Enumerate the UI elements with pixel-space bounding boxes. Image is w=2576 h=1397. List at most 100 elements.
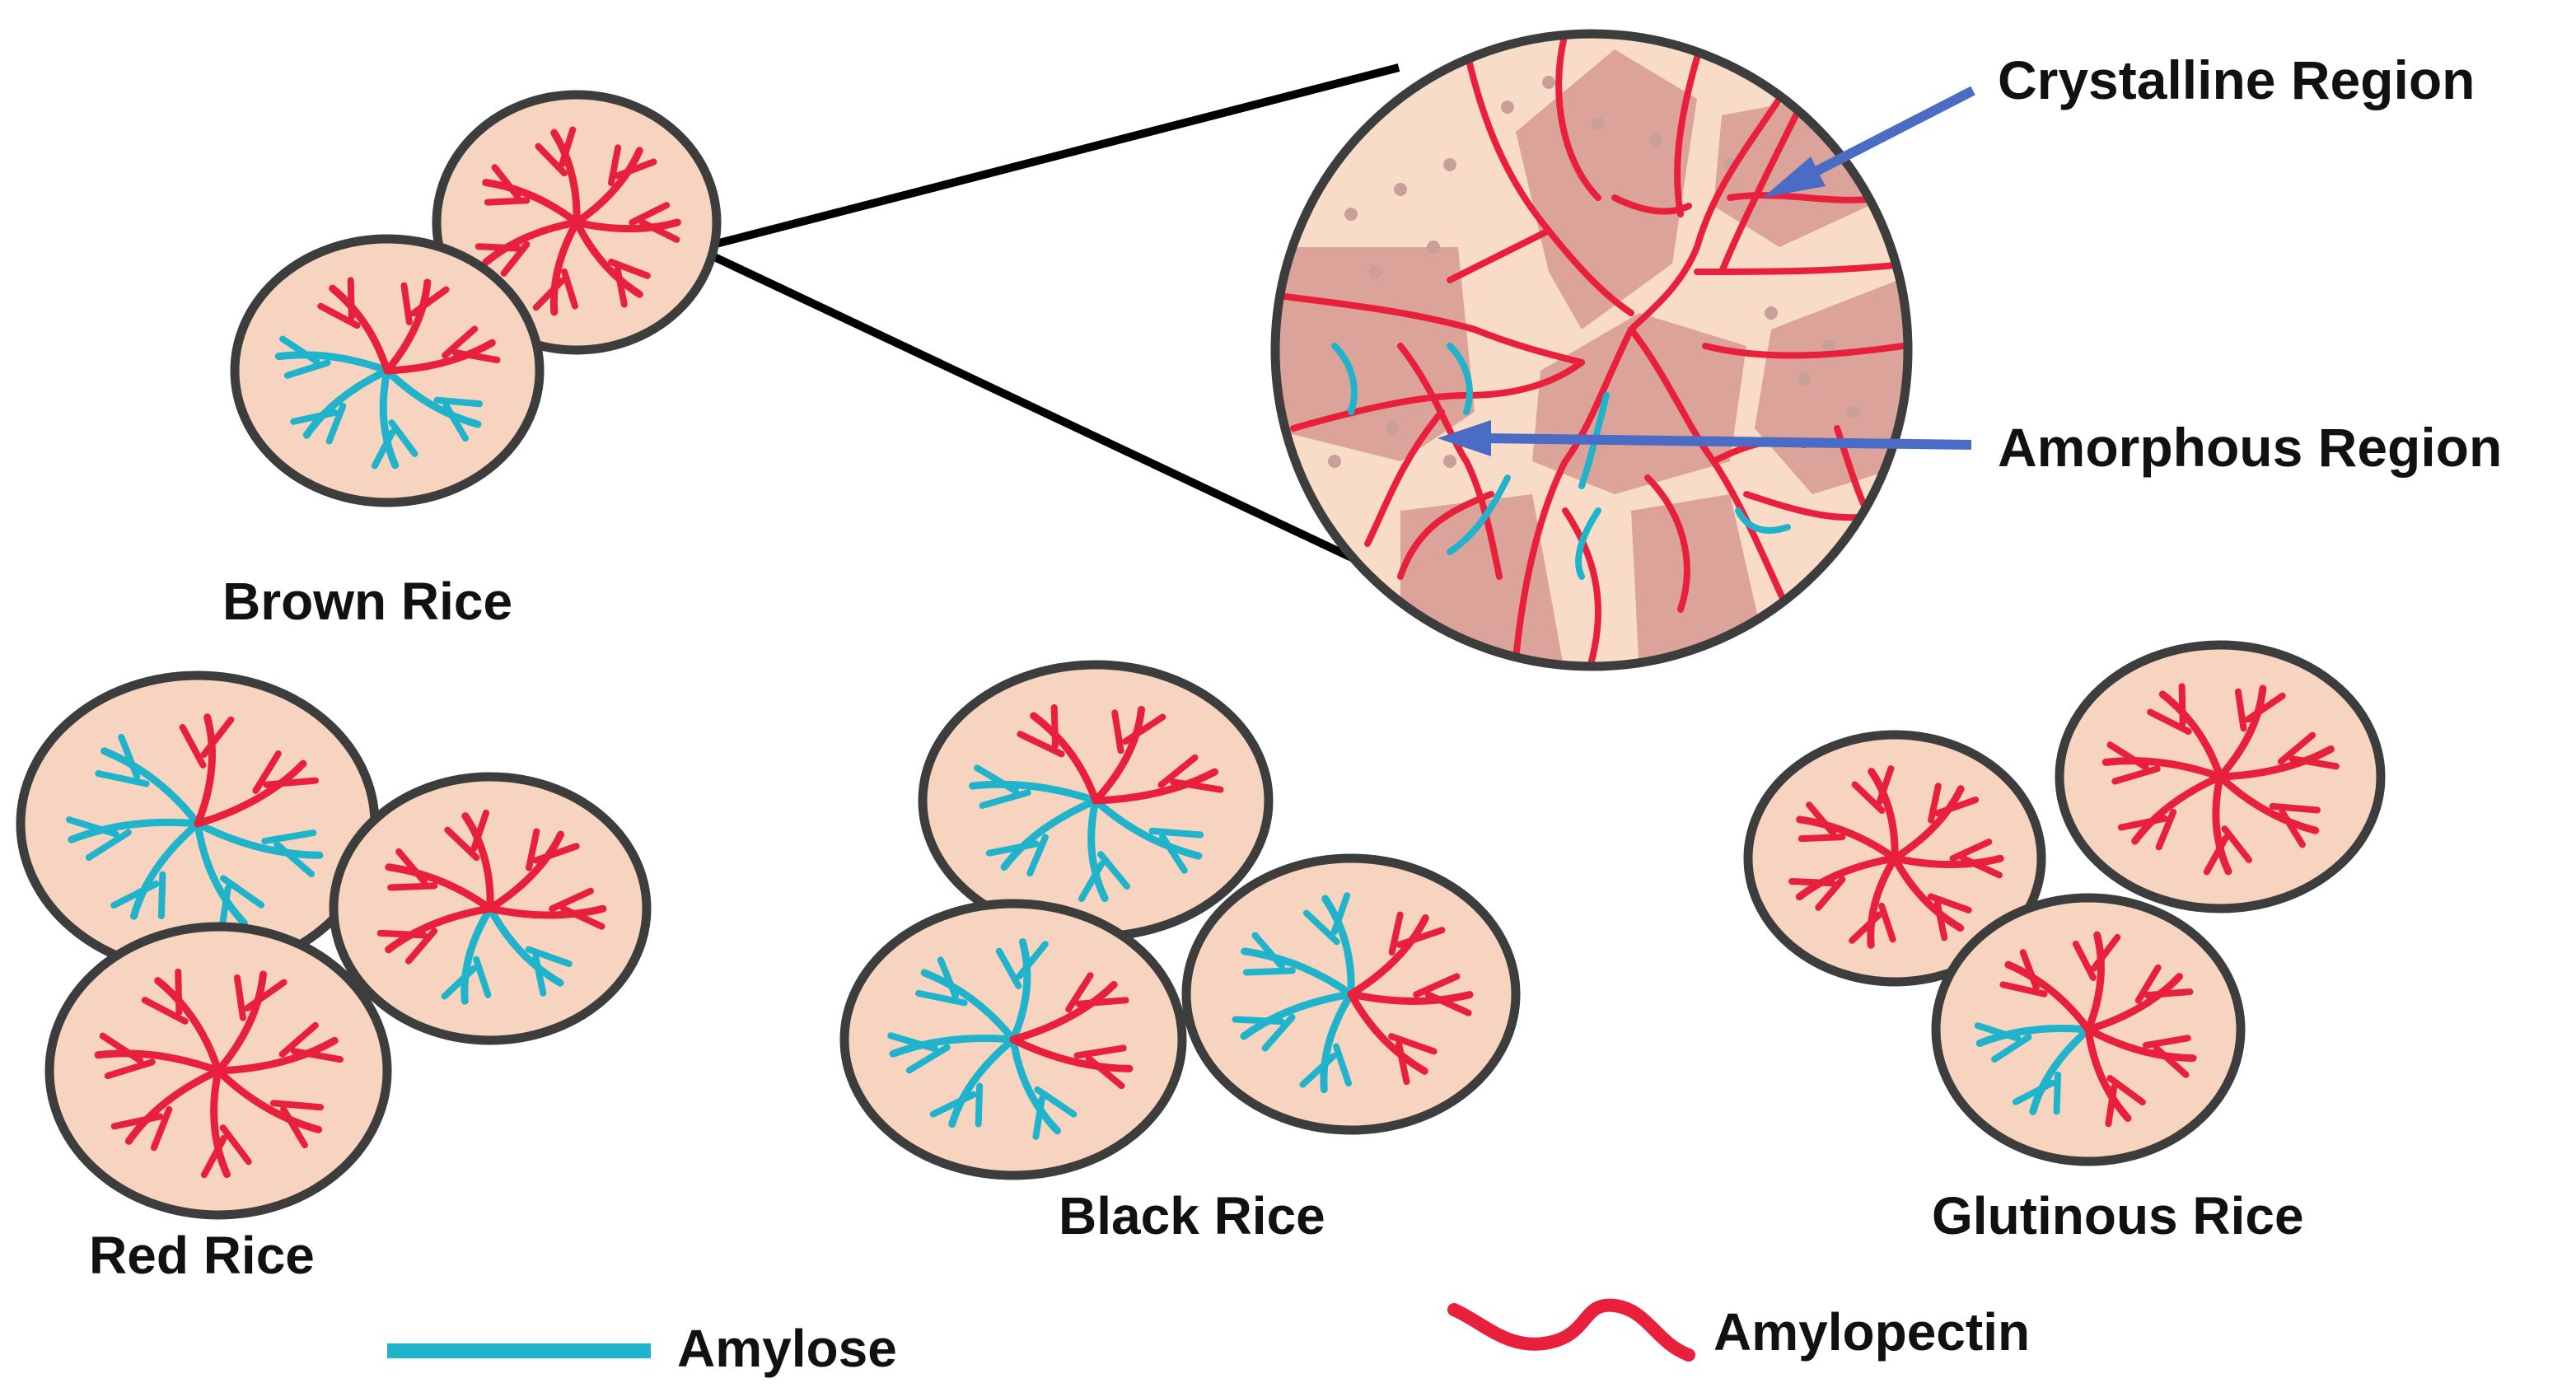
amylose-chain: [1975, 1024, 2092, 1048]
legend: [387, 1298, 1695, 1362]
amylopectin-legend-swatch: [1447, 1298, 1695, 1362]
amylopectin-branch: [2106, 1075, 2146, 1106]
amylose-chain: [486, 904, 564, 987]
amylopectin-branch: [2244, 692, 2286, 723]
brown-rice-granules: [230, 90, 722, 507]
amylose-branch: [985, 840, 1040, 857]
amylopectin-branch: [219, 1124, 252, 1166]
amylopectin-branch: [278, 1021, 319, 1058]
amylopectin-chain: [1796, 815, 1899, 862]
amylopectin-branch: [1849, 911, 1883, 944]
amylopectin-chain: [383, 339, 496, 375]
amylopectin-branch: [2117, 815, 2168, 831]
amylopectin-branch: [1933, 899, 1948, 941]
amylopectin-branch: [475, 243, 521, 252]
amylopectin-chain: [1009, 980, 1118, 1044]
amylose-branch: [905, 1044, 951, 1074]
amylopectin-chain: [486, 830, 565, 913]
amylopectin-chain: [124, 1067, 222, 1145]
amylose-chain: [1087, 797, 1109, 902]
amylopectin-branch: [1169, 778, 1224, 793]
amylopectin-chain: [2216, 684, 2267, 781]
amylopectin-branch: [405, 927, 438, 965]
amylopectin-chain: [461, 812, 494, 913]
amylose-chain: [379, 367, 400, 470]
amylopectin-chain: [573, 147, 643, 227]
amorphous-pointer-arrow: [1438, 420, 1972, 456]
amylopectin-chain: [1347, 990, 1428, 1075]
amylopectin-branch: [409, 286, 450, 317]
amylose-chain: [2029, 1026, 2092, 1115]
amylose-branch: [995, 947, 1022, 989]
amylopectin-branch: [347, 277, 355, 321]
amylopectin-chain: [1347, 913, 1429, 998]
amylose-branch: [1026, 834, 1049, 877]
amylopectin-branch: [317, 302, 361, 329]
amylopectin-chain: [573, 218, 681, 233]
amylopectin-branch: [1798, 834, 1846, 843]
amylopectin-branch: [451, 349, 501, 364]
amylose-branch: [1330, 892, 1351, 936]
red-rice-label: Red Rice: [89, 1226, 315, 1285]
amylose-chain: [194, 820, 324, 859]
amylopectin-branch: [1085, 1055, 1125, 1090]
amylose-branch: [442, 402, 469, 442]
amylopectin-branch: [2106, 741, 2149, 771]
amylopectin-branch: [1065, 972, 1094, 1013]
amylose-branch: [1078, 861, 1106, 903]
amylose-branch: [979, 789, 1031, 809]
amylose-branch: [1251, 932, 1285, 970]
amylopectin-branch: [2105, 1083, 2118, 1128]
amylopectin-branch: [2234, 688, 2247, 732]
amylopectin-chain: [1868, 768, 1899, 862]
amylose-branch: [929, 1091, 977, 1118]
red-rice-granules: [16, 670, 652, 1220]
amylose-chain: [383, 367, 482, 428]
starch-granule: [1743, 730, 2046, 987]
amylopectin-chain: [194, 713, 216, 828]
amylose-chain: [1320, 990, 1355, 1094]
amylose-chain: [129, 820, 202, 920]
starch-granule: [44, 922, 392, 1220]
amylose-chain: [1092, 797, 1203, 860]
amylopectin-chain: [214, 970, 267, 1075]
granule-groups: [16, 90, 2386, 1220]
amylopectin-branch: [1949, 839, 1993, 862]
amylopectin-branch: [491, 164, 521, 200]
amylopectin-branch: [2111, 765, 2161, 785]
amylopectin-legend-label: Amylopectin: [1713, 1302, 2031, 1362]
glutinous-rice-label: Glutinous Rice: [1932, 1186, 2304, 1245]
starch-granule: [1181, 853, 1521, 1135]
amylopectin-branch: [549, 887, 594, 913]
amylopectin-branch: [535, 143, 568, 177]
amylose-chains: [1331, 343, 1791, 580]
amylopectin-branch: [1396, 1040, 1410, 1086]
amylopectin-branch: [1424, 991, 1472, 1016]
amylopectin-chain: [1030, 712, 1100, 805]
amylopectin-chain: [2101, 757, 2224, 781]
amylopectin-branch: [1413, 973, 1461, 998]
amylopectin-chain: [1891, 785, 1965, 862]
amylopectin-chain: [2158, 690, 2224, 781]
amylopectin-branch: [2142, 1035, 2191, 1049]
amylose-branch: [525, 946, 573, 968]
amylopectin-branch: [1927, 893, 1972, 913]
amylopectin-chain: [550, 128, 581, 227]
amylose-branch: [937, 956, 959, 1000]
black-rice-granules: [839, 660, 1521, 1180]
starch-granule: [918, 660, 1274, 941]
amylopectin-branch: [2090, 933, 2121, 972]
amylose-chain: [1009, 1035, 1061, 1135]
amylopectin-chain: [329, 284, 391, 375]
amylopectin-branch: [442, 325, 479, 359]
amylopectin-branch: [559, 126, 577, 168]
amylopectin-branch: [376, 929, 428, 939]
amylose-branch: [1097, 851, 1130, 890]
amylose-chain: [920, 969, 1017, 1044]
amylopectin-chain: [1347, 990, 1474, 1005]
amylopectin-branch: [290, 1048, 344, 1063]
amylose-branch: [1034, 1086, 1078, 1118]
amylopectin-chain: [385, 863, 494, 913]
amylopectin-branch: [2203, 834, 2229, 876]
